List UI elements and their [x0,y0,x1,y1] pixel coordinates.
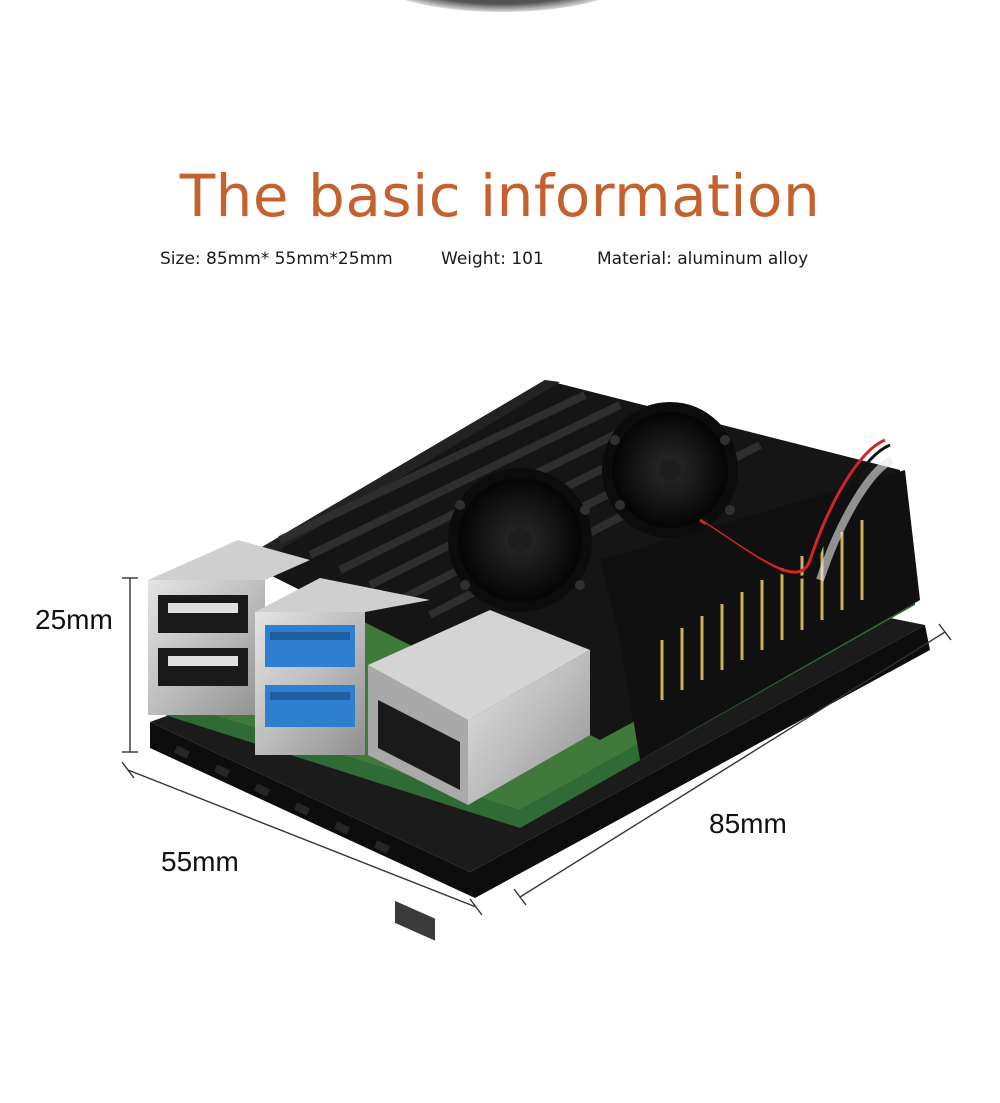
ethernet-port [368,610,590,941]
usb2-ports [148,540,310,715]
dimension-height-label: 25mm [35,604,113,635]
dimension-width-label: 55mm [161,846,239,877]
dimension-lines [121,577,952,916]
page-title: The basic information [179,162,821,230]
spec-size: Size: 85mm* 55mm*25mm [160,249,393,269]
heatsink-case [240,380,920,760]
spec-weight: Weight: 101 [441,249,544,269]
fan-cable [699,438,894,582]
usb3-ports [255,578,430,755]
dimension-length-label: 85mm [709,808,787,839]
spec-material: Material: aluminum alloy [597,249,809,269]
gpio-header [660,520,864,700]
